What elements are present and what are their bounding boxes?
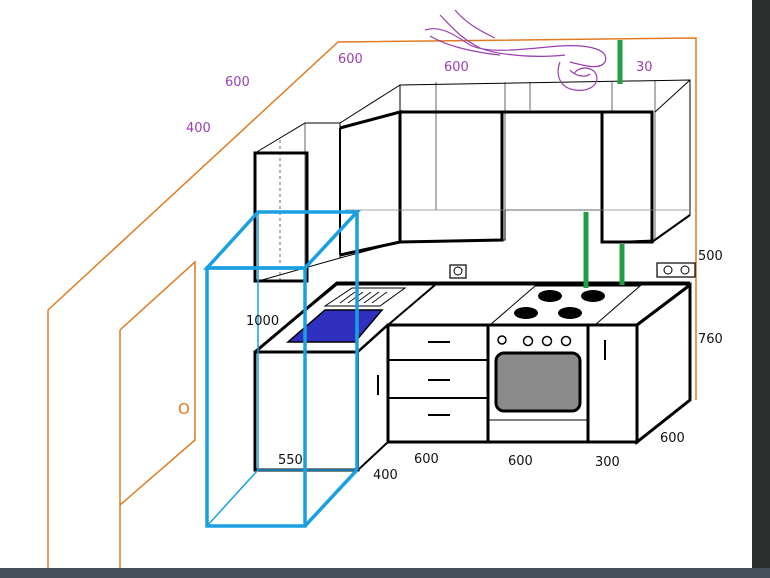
dim-base-600-a: 600 [414,452,439,467]
drawers [377,340,606,421]
dim-base-400: 400 [373,468,398,483]
dim-ceiling-mid: 600 [338,52,363,67]
window-edge-bottom [0,568,770,578]
door-mark: O [178,400,190,418]
dim-base-600-b: 600 [508,454,533,469]
hob [488,285,642,326]
dim-base-550: 550 [278,453,303,468]
dim-height-1000: 1000 [246,314,279,329]
dim-height-500: 500 [698,249,723,264]
hood-sketch-icon [424,9,607,91]
oven-knob [560,335,572,347]
burner [514,307,538,319]
burner [538,290,562,302]
dim-ceiling-left: 600 [225,75,250,90]
dim-base-600-right: 600 [660,431,685,446]
burner [558,307,582,319]
oven-knob [541,335,553,347]
room-walls [47,37,697,570]
fridge-outline [203,210,362,528]
base-cabinets [253,281,692,473]
dim-base-300: 300 [595,455,620,470]
burner [581,290,605,302]
gap-markers [583,40,625,288]
oven-knob [522,335,534,347]
dim-gap-30: 30 [636,60,653,75]
dim-height-760: 760 [698,332,723,347]
oven-door [494,351,582,413]
oven-knob [497,335,507,345]
upper-side-line-2 [654,79,691,113]
double-socket-icon [656,262,696,278]
upper-side-line [651,214,691,243]
dim-ceiling-right: 600 [444,60,469,75]
window-edge-right [752,0,770,578]
dim-wall-400: 400 [186,121,211,136]
socket-icon [449,264,467,279]
oven [494,335,582,413]
